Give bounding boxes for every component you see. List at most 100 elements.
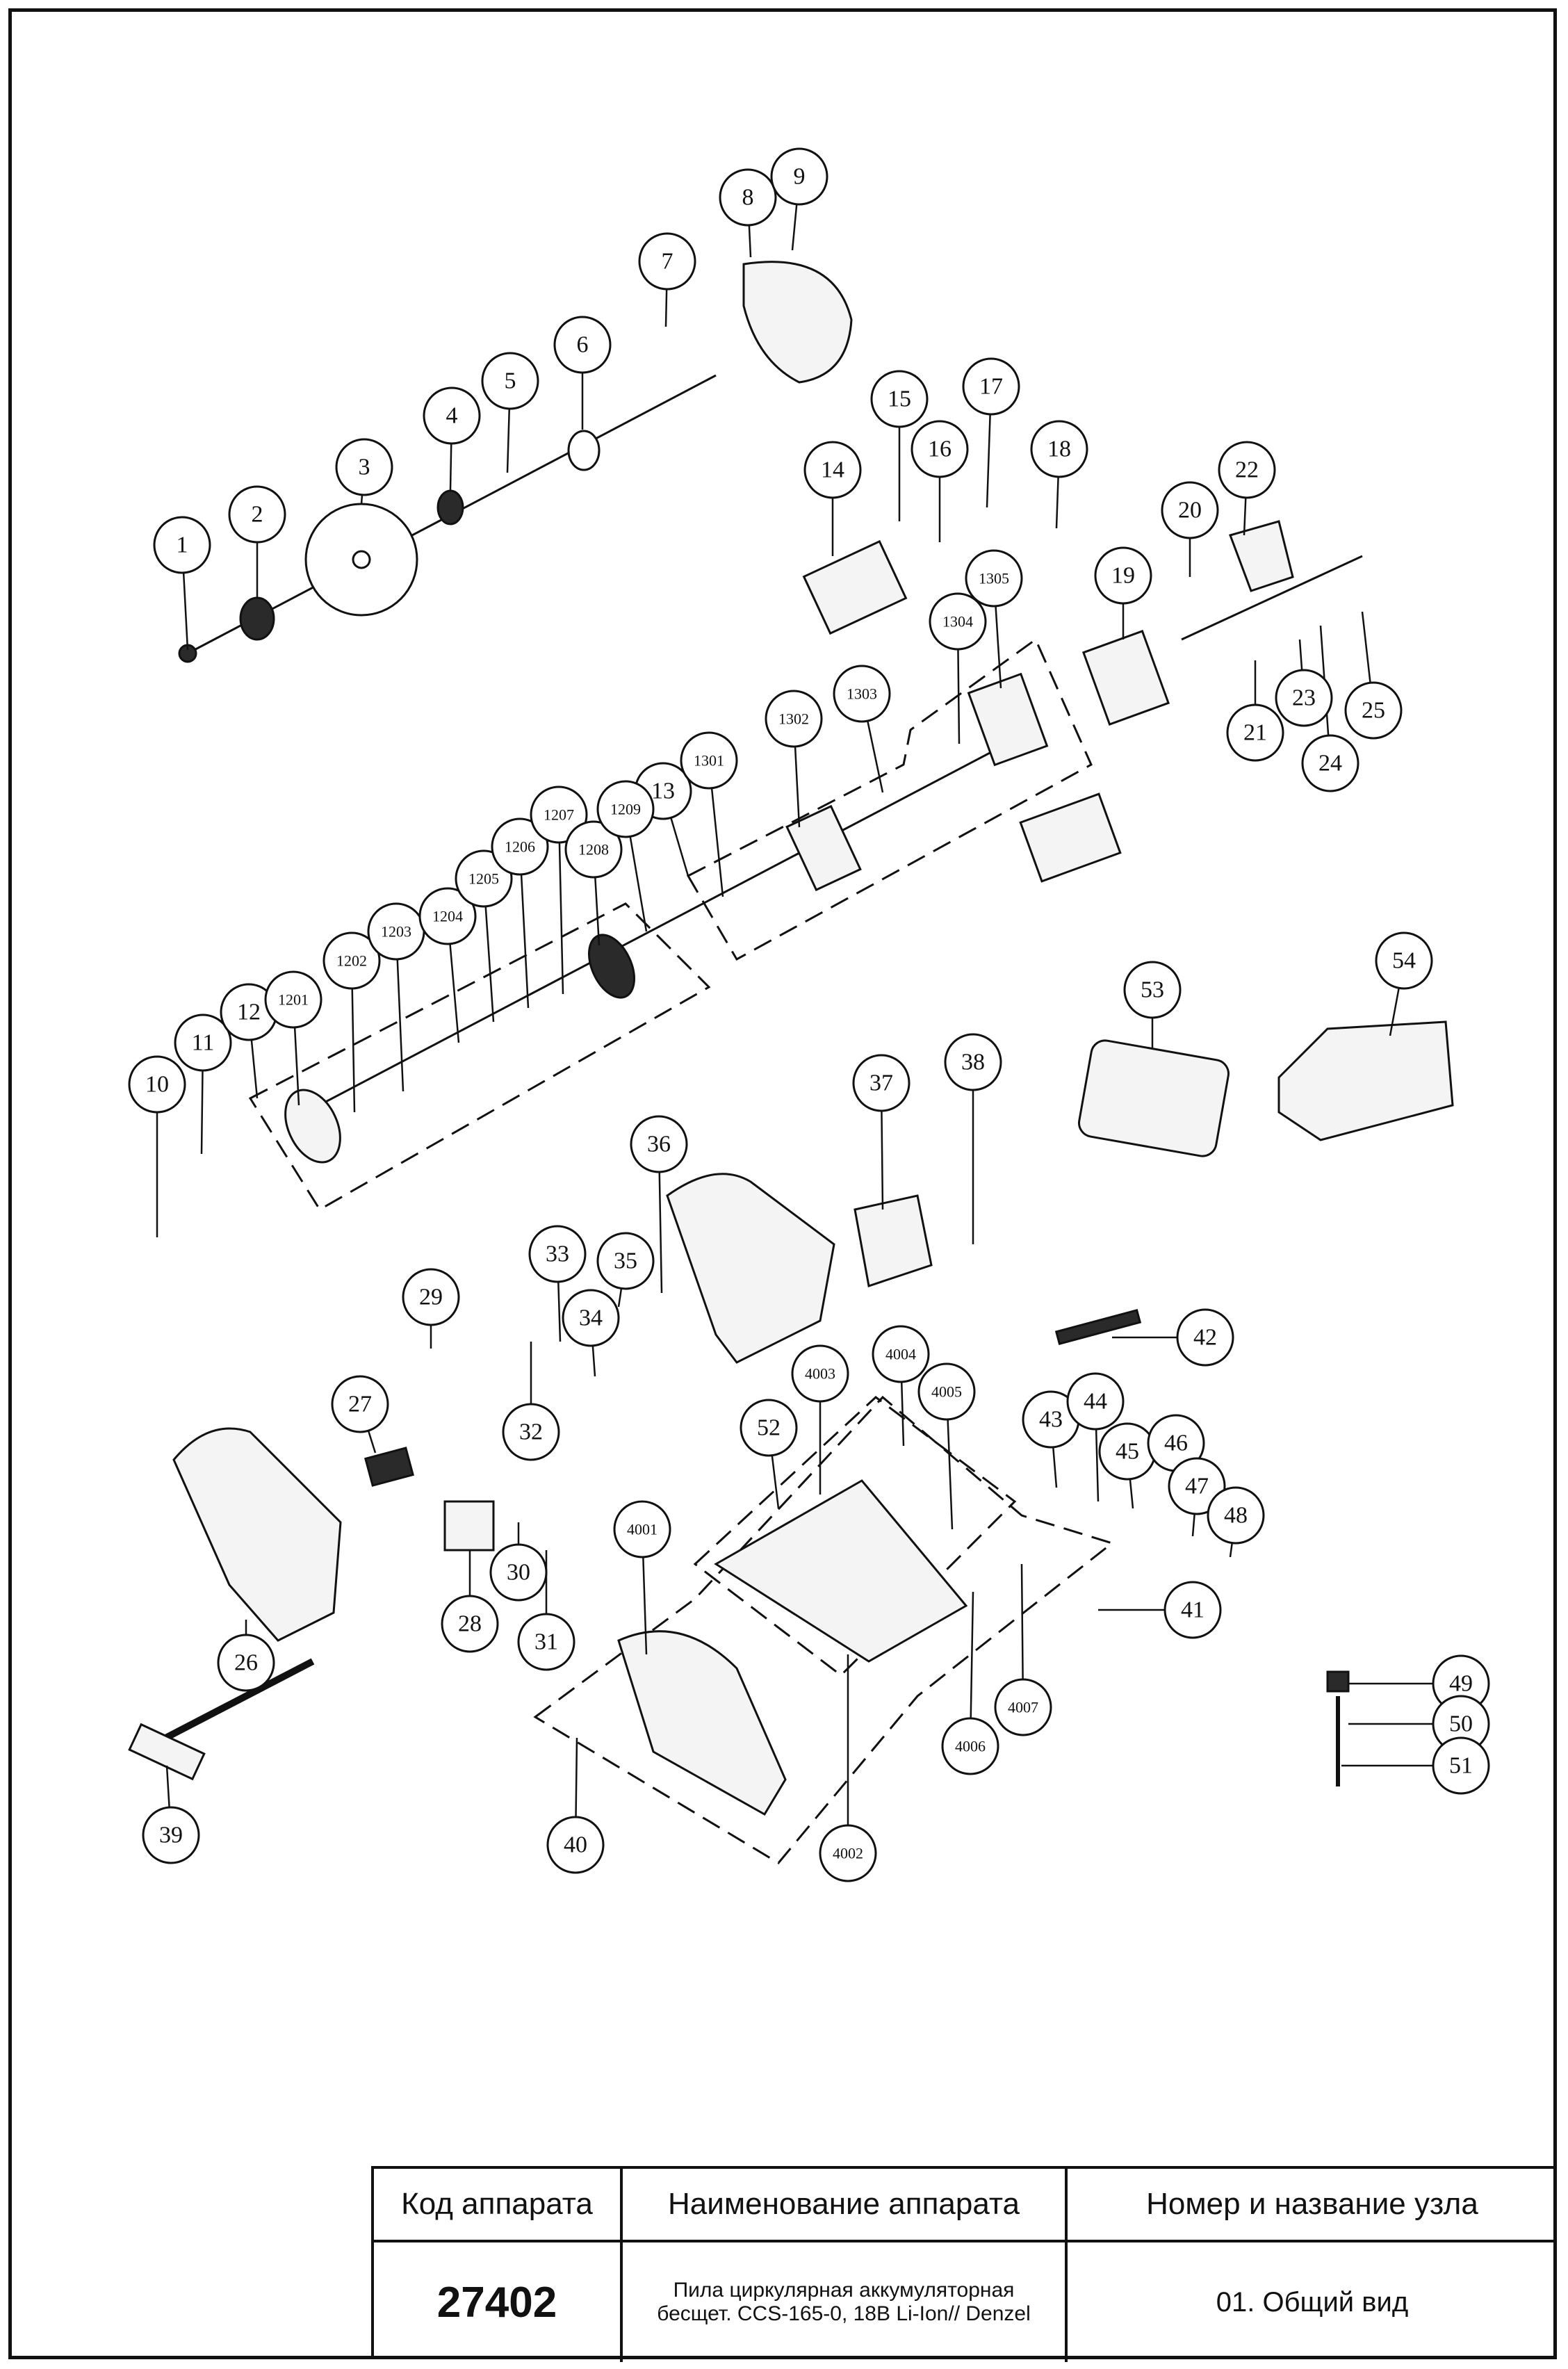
callout-21-circle [1226, 703, 1284, 762]
callout-4005-circle [917, 1362, 976, 1421]
callout-1203-label: 1203 [381, 923, 411, 941]
callout-40-leader [575, 1737, 578, 1818]
part-36-housing-shape [666, 1173, 835, 1364]
callout-43-label: 43 [1039, 1407, 1063, 1433]
part-2-shape [239, 596, 275, 641]
callout-18-leader [1055, 476, 1059, 529]
callout-54-leader [1389, 988, 1400, 1036]
callout-4002-label: 4002 [833, 1845, 863, 1862]
callout-19-label: 19 [1111, 563, 1135, 589]
callout-31-label: 31 [534, 1629, 558, 1655]
callout-4005-leader [947, 1419, 954, 1530]
callout-22-label: 22 [1235, 457, 1259, 483]
callout-1201-label: 1201 [278, 991, 309, 1009]
callout-44-circle [1066, 1372, 1125, 1431]
callout-1304-circle [929, 592, 987, 651]
callout-7-circle [638, 232, 696, 291]
callout-4002: 4002 [819, 1824, 877, 1882]
callout-54-label: 54 [1392, 948, 1416, 974]
callout-1205-leader [484, 906, 495, 1023]
callout-1208-leader [594, 877, 601, 946]
callout-51-circle [1432, 1736, 1490, 1795]
callout-13-label: 13 [651, 779, 675, 804]
group-52-outline [693, 1396, 1017, 1677]
callout-4-label: 4 [446, 403, 458, 429]
callout-41-circle [1163, 1581, 1222, 1639]
callout-37: 37 [852, 1054, 910, 1112]
callout-4005-label: 4005 [931, 1383, 962, 1401]
header-unit-label: Номер и название узла [1146, 2187, 1478, 2221]
callout-35-label: 35 [614, 1248, 637, 1274]
callout-53-circle [1123, 961, 1182, 1019]
callout-1302-label: 1302 [778, 710, 809, 728]
callout-1203-leader [396, 959, 405, 1092]
callout-33-leader [557, 1281, 562, 1342]
part-1208-shape [588, 934, 635, 999]
callout-4001-leader [642, 1556, 648, 1655]
callout-1205-label: 1205 [468, 870, 499, 888]
callout-35-leader [617, 1288, 623, 1308]
part-54-charger-shape [1277, 1020, 1454, 1141]
callout-4-circle [423, 386, 481, 445]
callout-4007-circle [994, 1678, 1052, 1736]
callout-47-circle [1168, 1457, 1226, 1515]
callout-29-label: 29 [419, 1285, 443, 1310]
part-1305-shape [967, 672, 1049, 767]
callout-26-label: 26 [234, 1650, 258, 1676]
callout-54-circle [1375, 931, 1433, 990]
callout-8: 8 [719, 168, 777, 227]
callout-27-label: 27 [348, 1392, 372, 1417]
callout-25-circle [1344, 681, 1403, 740]
callout-5-leader [506, 408, 511, 473]
callout-1206: 1206 [491, 817, 549, 876]
callout-32-circle [502, 1403, 560, 1461]
callout-12-label: 12 [237, 1000, 261, 1025]
callout-1301-circle [680, 731, 738, 790]
part-1302-shape [785, 804, 862, 892]
callout-33-circle [528, 1225, 587, 1283]
callout-34-circle [562, 1289, 620, 1347]
callout-52-circle [740, 1399, 798, 1457]
callout-46-label: 46 [1164, 1431, 1188, 1456]
callout-4007: 4007 [994, 1678, 1052, 1736]
callout-39: 39 [142, 1806, 200, 1864]
callout-4: 4 [423, 386, 481, 445]
callout-18-label: 18 [1047, 437, 1071, 462]
callout-1302: 1302 [765, 690, 823, 748]
callout-7-leader [664, 288, 668, 327]
header-code-cell: Код аппарата [374, 2169, 623, 2242]
callout-32: 32 [502, 1403, 560, 1461]
callout-31-circle [517, 1613, 575, 1671]
header-name-label: Наименование аппарата [668, 2187, 1020, 2221]
callout-1202-leader [351, 988, 356, 1113]
callout-1-circle [153, 516, 211, 574]
callout-16-circle [910, 420, 969, 478]
callout-49-label: 49 [1449, 1671, 1473, 1697]
callout-51-label: 51 [1449, 1753, 1473, 1779]
callout-12-leader [250, 1039, 259, 1099]
callout-1206-circle [491, 817, 549, 876]
callout-21: 21 [1226, 703, 1284, 762]
callout-16-label: 16 [928, 437, 952, 462]
callout-1301: 1301 [680, 731, 738, 790]
callout-18-circle [1030, 420, 1088, 478]
callout-31: 31 [517, 1613, 575, 1671]
callout-35: 35 [596, 1232, 655, 1290]
callout-38-label: 38 [961, 1050, 985, 1075]
callout-36: 36 [630, 1115, 688, 1173]
callout-1208-label: 1208 [578, 841, 609, 858]
callout-4004: 4004 [872, 1325, 930, 1383]
part-28-shape [443, 1500, 495, 1552]
part-49-shape [1326, 1670, 1350, 1693]
callout-1302-leader [794, 746, 801, 828]
callout-1304: 1304 [929, 592, 987, 651]
callout-36-leader [658, 1171, 663, 1294]
callout-15: 15 [870, 370, 929, 428]
callout-11-leader [200, 1070, 204, 1155]
callout-50: 50 [1432, 1695, 1490, 1753]
callout-19: 19 [1094, 546, 1152, 605]
callout-6-circle [553, 316, 612, 374]
callout-1208: 1208 [564, 820, 623, 879]
part-27-shape [364, 1447, 414, 1487]
callout-42-label: 42 [1193, 1325, 1217, 1351]
